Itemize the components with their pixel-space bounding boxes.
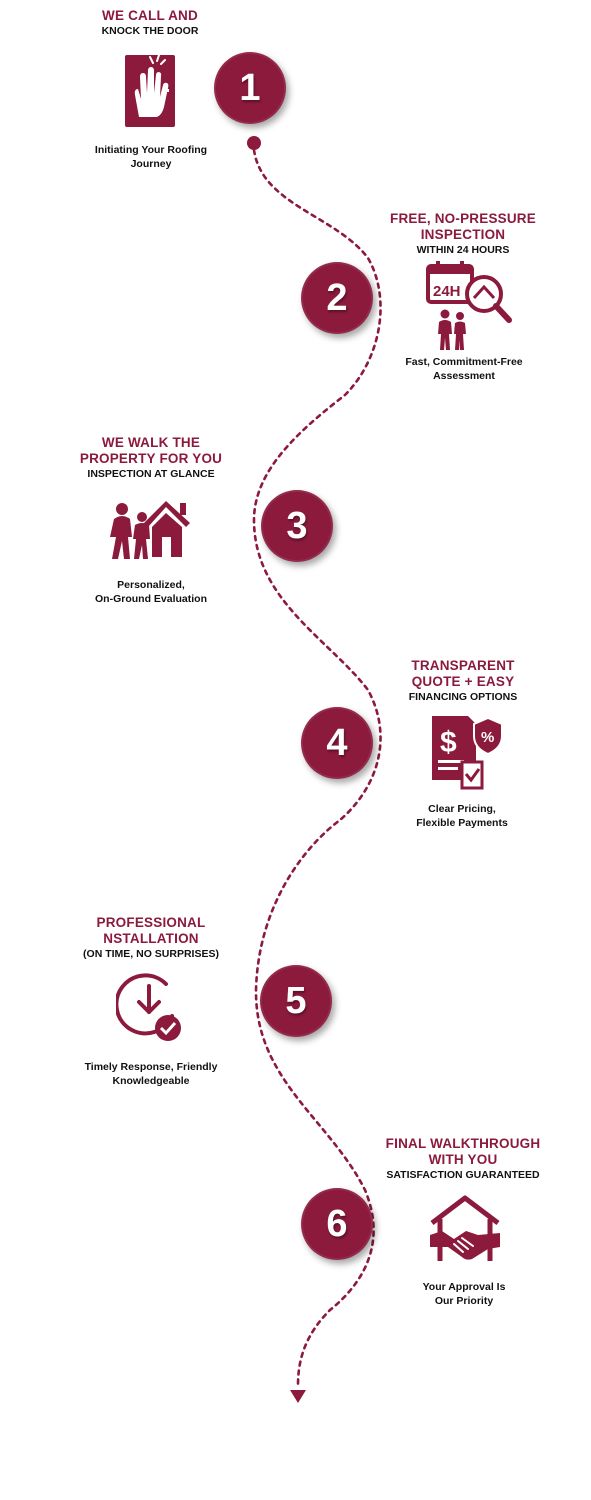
step-3-heading: WE WALK THE PROPERTY FOR YOU INSPECTION … <box>70 435 232 481</box>
step-2-number: 2 <box>326 276 348 319</box>
step-3-title-line1: WE WALK THE <box>101 435 201 450</box>
step-2-subtitle: WITHIN 24 HOURS <box>416 244 510 256</box>
step-5-title-line1: PROFESSIONAL <box>96 915 206 930</box>
invoice-percent-icon: $ % <box>432 716 503 790</box>
step-1-number: 1 <box>239 66 261 109</box>
step-1-badge: 1 <box>214 52 286 124</box>
step-6-badge: 6 <box>301 1188 373 1260</box>
svg-text:24H: 24H <box>433 283 461 300</box>
step-4-title-line2: QUOTE + EASY <box>411 674 515 689</box>
step-3-caption: Personalized, On-Ground Evaluation <box>70 578 232 606</box>
step-3-badge: 3 <box>261 490 333 562</box>
path-line <box>252 148 382 1387</box>
step-1-caption-line2: Journey <box>130 158 172 170</box>
step-1-heading: WE CALL AND KNOCK THE DOOR <box>70 8 230 38</box>
calendar-24h-inspection-icon: 24H <box>426 261 512 350</box>
step-1-title: WE CALL AND <box>102 8 198 23</box>
step-3-title-line2: PROPERTY FOR YOU <box>79 451 223 466</box>
step-1-caption-line1: Initiating Your Roofing <box>94 144 208 156</box>
step-4-caption-line1: Clear Pricing, <box>428 803 496 815</box>
step-5-heading: PROFESSIONAL NSTALLATION (ON TIME, NO SU… <box>68 915 234 961</box>
step-2-caption-line2: Assessment <box>433 370 495 382</box>
step-5-caption-line2: Knowledgeable <box>112 1075 190 1087</box>
svg-text:%: % <box>481 729 494 746</box>
step-5-title-line2: NSTALLATION <box>103 931 199 946</box>
step-4-title-line1: TRANSPARENT <box>411 658 515 673</box>
svg-text:$: $ <box>440 726 457 759</box>
step-4-badge: 4 <box>301 707 373 779</box>
step-2-caption-line1: Fast, Commitment-Free <box>405 356 523 368</box>
step-4-caption-line2: Flexible Payments <box>416 817 508 829</box>
handshake-house-icon <box>430 1195 500 1261</box>
step-6-caption-line2: Our Priority <box>434 1295 494 1307</box>
step-2-title-line1: FREE, NO-PRESSURE <box>390 211 536 226</box>
people-house-icon <box>110 501 190 559</box>
step-3-caption-line2: On-Ground Evaluation <box>95 593 207 605</box>
step-6-title-line1: FINAL WALKTHROUGH <box>385 1136 541 1151</box>
step-4-number: 4 <box>326 721 348 764</box>
step-4-heading: TRANSPARENT QUOTE + EASY FINANCING OPTIO… <box>383 658 543 704</box>
step-6-title-line2: WITH YOU <box>428 1152 498 1167</box>
step-5-badge: 5 <box>260 965 332 1037</box>
path-start-dot <box>247 136 261 150</box>
step-1-subtitle: KNOCK THE DOOR <box>101 25 199 37</box>
step-2-title-line2: INSPECTION <box>420 227 506 242</box>
step-2-badge: 2 <box>301 262 373 334</box>
step-3-caption-line1: Personalized, <box>117 579 185 591</box>
step-2-heading: FREE, NO-PRESSURE INSPECTION WITHIN 24 H… <box>378 211 548 257</box>
step-3-number: 3 <box>286 504 308 547</box>
step-6-number: 6 <box>326 1202 348 1245</box>
step-6-subtitle: SATISFACTION GUARANTEED <box>386 1169 540 1181</box>
step-3-subtitle: INSPECTION AT GLANCE <box>87 468 215 480</box>
step-1-caption: Initiating Your Roofing Journey <box>70 143 232 171</box>
clock-check-icon <box>116 973 181 1041</box>
step-5-number: 5 <box>285 979 307 1022</box>
step-5-caption-line1: Timely Response, Friendly <box>84 1061 218 1073</box>
step-5-subtitle: (ON TIME, NO SURPRISES) <box>83 948 219 960</box>
step-4-caption: Clear Pricing, Flexible Payments <box>386 802 538 830</box>
step-6-heading: FINAL WALKTHROUGH WITH YOU SATISFACTION … <box>380 1136 546 1182</box>
step-6-caption: Your Approval Is Our Priority <box>392 1280 536 1308</box>
path-end-arrow-icon <box>290 1390 306 1403</box>
step-4-subtitle: FINANCING OPTIONS <box>408 691 518 703</box>
step-6-caption-line1: Your Approval Is <box>422 1281 506 1293</box>
step-5-caption: Timely Response, Friendly Knowledgeable <box>68 1060 234 1088</box>
hand-knock-icon <box>125 55 175 127</box>
step-2-caption: Fast, Commitment-Free Assessment <box>386 355 542 383</box>
